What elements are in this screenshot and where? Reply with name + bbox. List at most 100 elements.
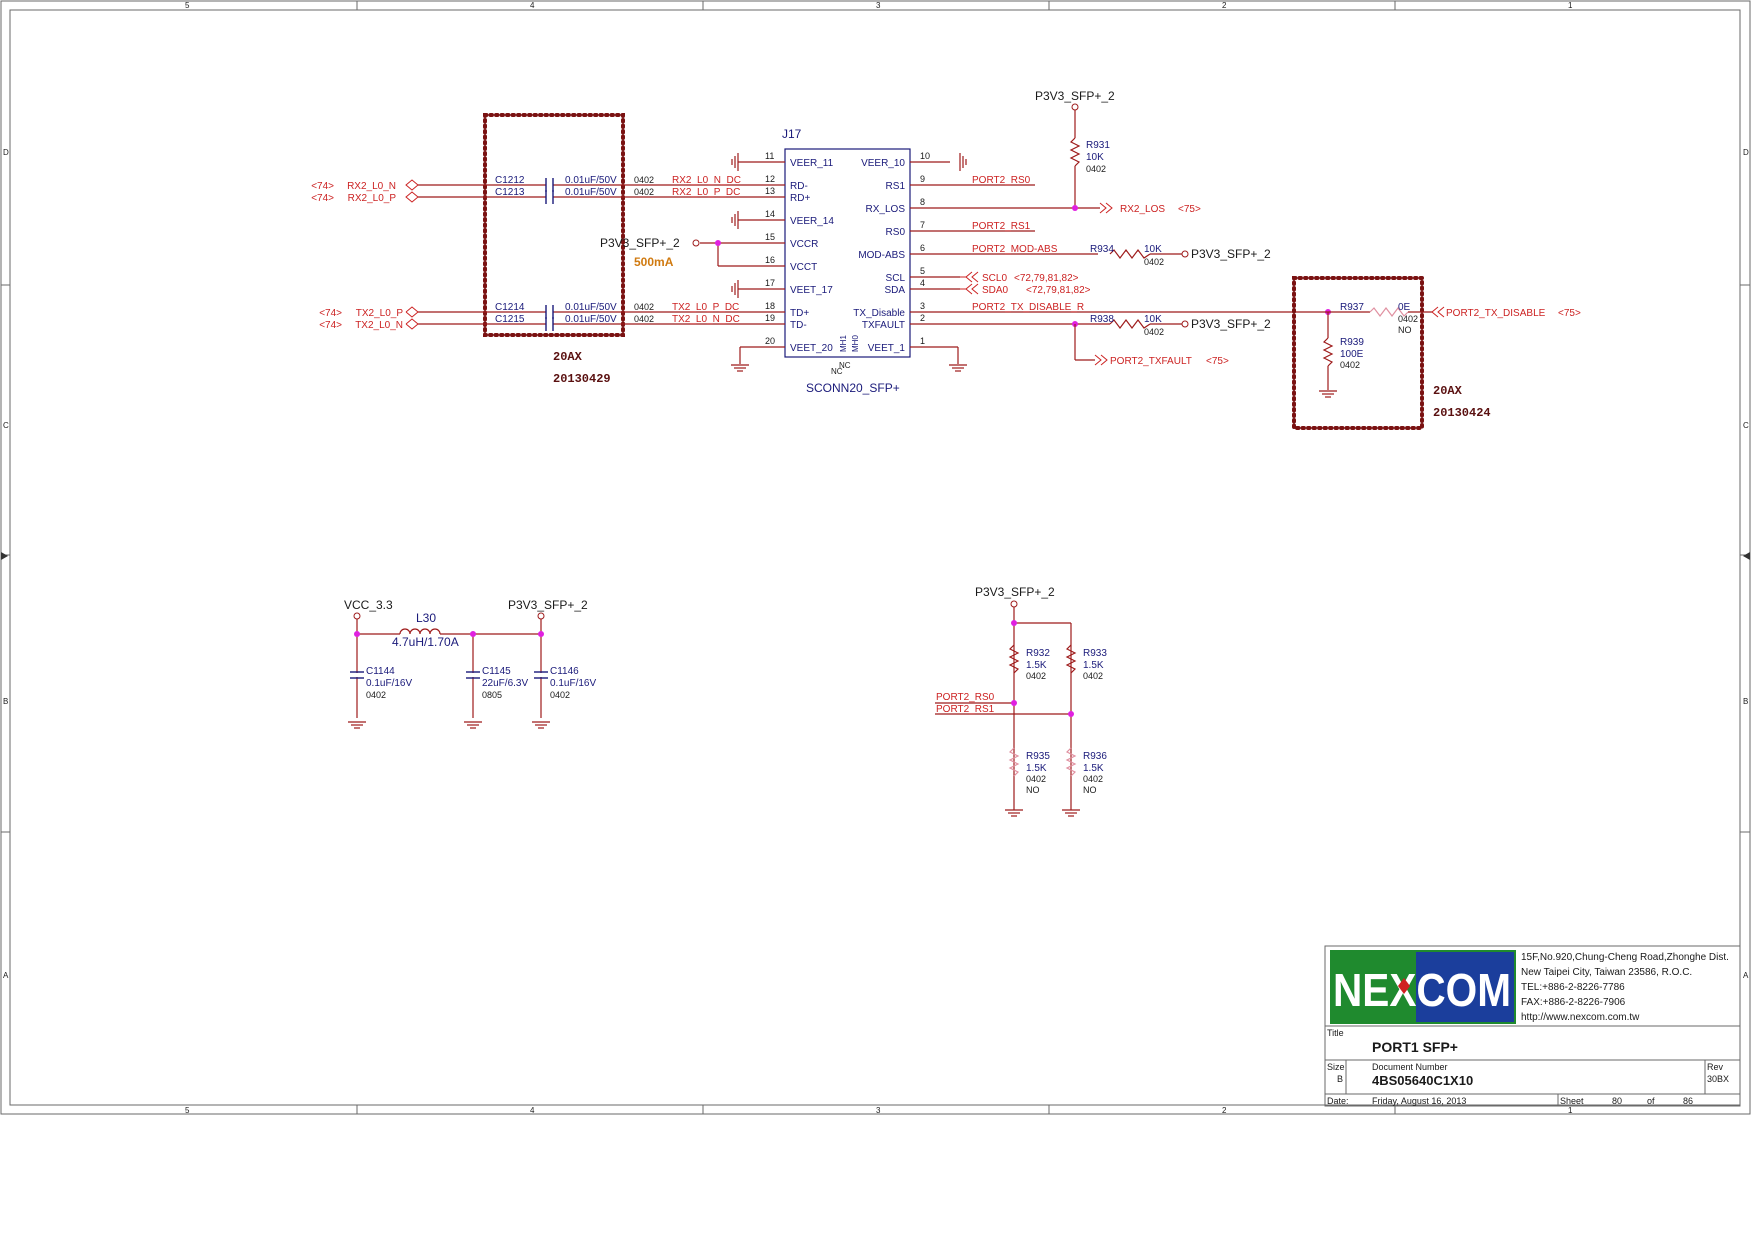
port-label: RX2_L0_N bbox=[347, 181, 396, 192]
sheet-ref: <74> bbox=[311, 193, 334, 204]
ac-coupling-group: 20AX 20130429 <74> RX2_L0_N <74> RX2_L0_… bbox=[311, 113, 741, 386]
ground-symbol bbox=[959, 152, 967, 172]
cap-ref: C1145 bbox=[482, 666, 511, 677]
rs-strap: P3V3_SFP+_2 PORT2_RS0 PORT2_RS1 R932 1.5… bbox=[935, 585, 1107, 817]
resistor-value: 1.5K bbox=[1083, 660, 1104, 671]
resistor-ref: R932 bbox=[1026, 648, 1050, 659]
document-number: 4BS05640C1X10 bbox=[1372, 1073, 1473, 1088]
pin-name: TX_Disable bbox=[853, 308, 905, 319]
pin-number: 17 bbox=[765, 278, 775, 288]
resistor-ref: R939 bbox=[1340, 337, 1364, 348]
cap-package: 0402 bbox=[634, 302, 654, 312]
cap-ref: C1146 bbox=[550, 666, 579, 677]
power-net-label: VCC_3.3 bbox=[344, 598, 393, 612]
cap-value: 0.1uF/16V bbox=[550, 678, 596, 689]
resistor-package: 0402 bbox=[1083, 774, 1103, 784]
net-label: RX2_L0_N_DC bbox=[672, 175, 741, 186]
resistor-package: 0402 bbox=[1398, 314, 1418, 324]
net-label: PORT2_RS1 bbox=[936, 704, 995, 715]
address-line: 15F,No.920,Chung-Cheng Road,Zhonghe Dist… bbox=[1521, 952, 1729, 963]
resistor-ref: R935 bbox=[1026, 751, 1050, 762]
frame-col-label: 3 bbox=[876, 1, 881, 10]
frame-col-label: 2 bbox=[1222, 1106, 1227, 1115]
resistor-option: NO bbox=[1026, 785, 1040, 795]
inductor-ref: L30 bbox=[416, 611, 436, 625]
address-line: http://www.nexcom.com.tw bbox=[1521, 1012, 1640, 1023]
frame-row-label: A bbox=[3, 971, 9, 980]
ground-symbol bbox=[948, 364, 968, 372]
power-net-label: P3V3_SFP+_2 bbox=[975, 585, 1055, 599]
pin-name: VEET_1 bbox=[868, 343, 906, 354]
ground-symbol bbox=[463, 721, 483, 729]
sheet-ref: <72,79,81,82> bbox=[1026, 285, 1091, 296]
ground-symbol bbox=[531, 721, 551, 729]
rev-label: Rev bbox=[1707, 1062, 1724, 1072]
cap-ref: C1213 bbox=[495, 187, 525, 198]
frame-col-label: 4 bbox=[530, 1106, 535, 1115]
pin-number: 14 bbox=[765, 209, 775, 219]
pin-name: RS1 bbox=[886, 181, 906, 192]
pin-number: 3 bbox=[920, 301, 925, 311]
pin-number: 8 bbox=[920, 197, 925, 207]
port-label: PORT2_TXFAULT bbox=[1110, 356, 1192, 367]
pin-number: 11 bbox=[765, 151, 774, 161]
frame-row-label: A bbox=[1743, 971, 1749, 980]
resistor-package: 0402 bbox=[1083, 671, 1103, 681]
cap-package: 0402 bbox=[550, 690, 570, 700]
resistor-value: 1.5K bbox=[1026, 660, 1047, 671]
pin-name: TD+ bbox=[790, 308, 809, 319]
ground-symbol bbox=[1061, 809, 1081, 817]
sheet-ref: <75> bbox=[1206, 356, 1229, 367]
pin-name: MOD-ABS bbox=[858, 250, 905, 261]
port-label: TX2_L0_P bbox=[356, 308, 404, 319]
cap-ref: C1215 bbox=[495, 314, 525, 325]
connector-j17: J17 SCONN20_SFP+ 11 12 13 14 15 16 17 bbox=[640, 127, 1325, 395]
power-net-label: P3V3_SFP+_2 bbox=[600, 236, 680, 250]
docnum-label: Document Number bbox=[1372, 1062, 1448, 1072]
inductor-value: 4.7uH/1.70A bbox=[392, 635, 459, 649]
mh-pin-name: MH0 bbox=[851, 335, 860, 352]
pin-number: 16 bbox=[765, 255, 775, 265]
cap-package: 0402 bbox=[634, 175, 654, 185]
pin-name: RX_LOS bbox=[866, 204, 906, 215]
j17-part: SCONN20_SFP+ bbox=[806, 381, 900, 395]
sheet-ref: <72,79,81,82> bbox=[1014, 273, 1079, 284]
pin-number: 20 bbox=[765, 336, 775, 346]
pin-number: 6 bbox=[920, 243, 925, 253]
net-label: PORT2_RS0 bbox=[972, 175, 1031, 186]
title-label: Title bbox=[1327, 1028, 1344, 1038]
resistor-value: 10K bbox=[1086, 152, 1104, 163]
net-label: PORT2_MOD-ABS bbox=[972, 244, 1058, 255]
sheet-ref: <75> bbox=[1178, 204, 1201, 215]
right-side-signals: P3V3_SFP+_2 R931 10K 0402 PORT2_RS0 PORT… bbox=[960, 89, 1271, 367]
cap-value: 0.01uF/50V bbox=[565, 175, 617, 186]
pin-name: SCL bbox=[886, 273, 906, 284]
net-label: PORT2_RS0 bbox=[936, 692, 995, 703]
pin-number: 1 bbox=[920, 336, 925, 346]
ground-symbol bbox=[347, 721, 367, 729]
resistor-value: 1.5K bbox=[1026, 763, 1047, 774]
frame-col-label: 4 bbox=[530, 1, 535, 10]
resistor-ref: R936 bbox=[1083, 751, 1107, 762]
pin-number: 10 bbox=[920, 151, 930, 161]
resistor-ref: R937 bbox=[1340, 302, 1364, 313]
net-label: PORT2_TX_DISABLE_R bbox=[972, 302, 1084, 313]
ground-symbol bbox=[731, 210, 739, 230]
address-line: TEL:+886-2-8226-7786 bbox=[1521, 982, 1625, 993]
nexcom-logo-text: NEXCOM bbox=[1333, 964, 1511, 1016]
date-label: Date: bbox=[1327, 1096, 1349, 1106]
resistor-ref: R933 bbox=[1083, 648, 1107, 659]
sheet-number: 80 bbox=[1612, 1096, 1622, 1106]
pin-name: VEER_11 bbox=[790, 158, 834, 169]
resistor-value: 1.5K bbox=[1083, 763, 1104, 774]
note-model: 20AX bbox=[553, 350, 583, 364]
of-label: of bbox=[1647, 1096, 1655, 1106]
resistor-package: 0402 bbox=[1026, 671, 1046, 681]
pin-number: 15 bbox=[765, 232, 775, 242]
ground-symbol bbox=[1004, 809, 1024, 817]
cap-ref: C1144 bbox=[366, 666, 395, 677]
pin-number: 9 bbox=[920, 174, 925, 184]
note-date: 20130424 bbox=[1433, 406, 1491, 420]
current-note: 500mA bbox=[634, 255, 674, 269]
frame-row-label: C bbox=[1743, 421, 1749, 430]
